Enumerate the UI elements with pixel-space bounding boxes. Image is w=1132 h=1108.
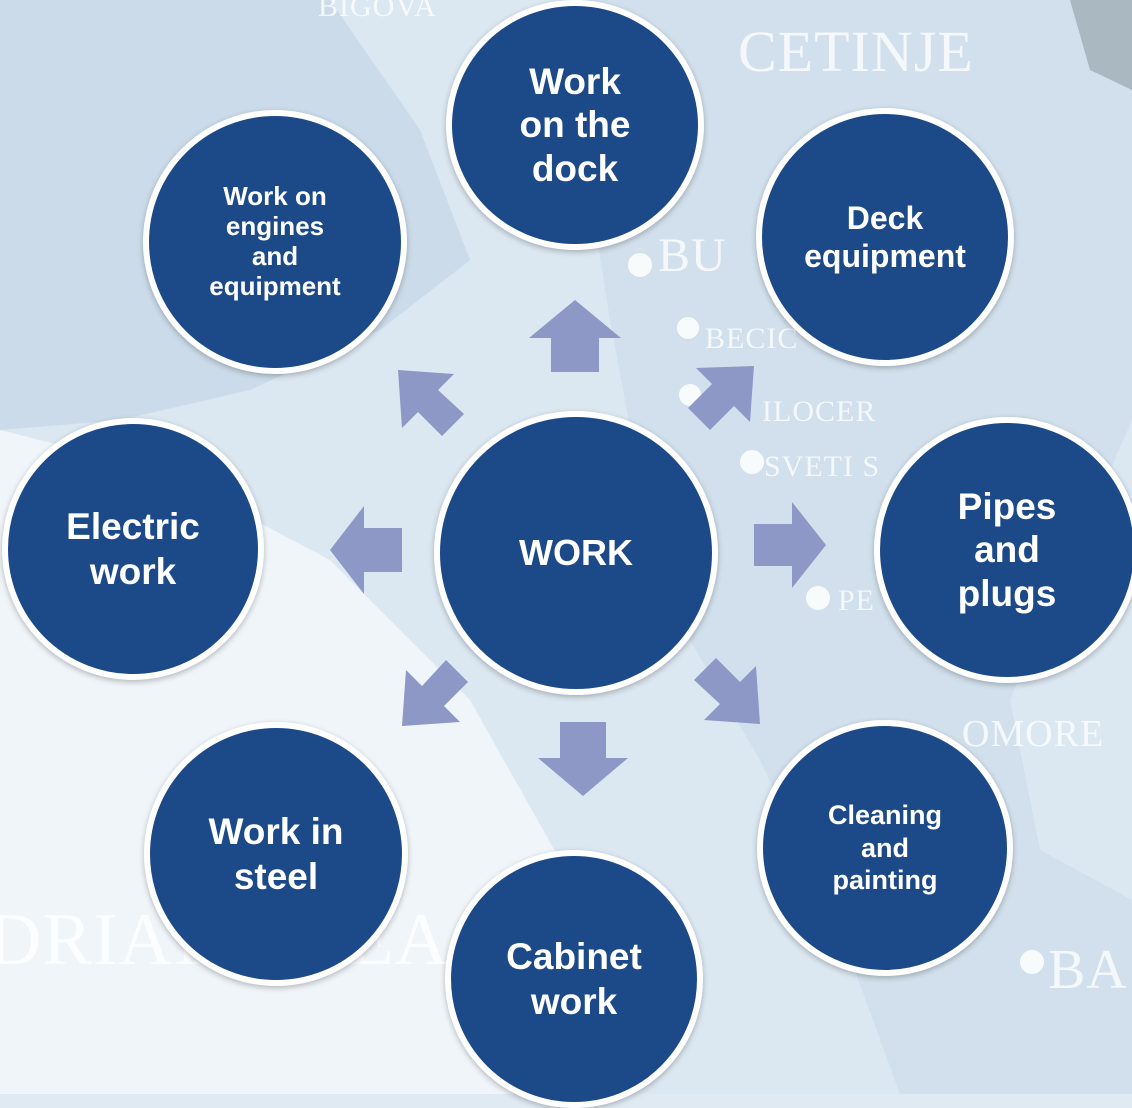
map-label-budva: BU bbox=[658, 229, 727, 282]
map-label-sutomore: OMORE bbox=[962, 713, 1105, 755]
arrow-up-left-icon bbox=[398, 370, 464, 436]
map-label-bar: BA bbox=[1048, 939, 1128, 1001]
node-cleaning-and-painting: Cleaning and painting bbox=[757, 720, 1013, 976]
arrow-down-icon bbox=[538, 722, 628, 796]
map-label-sveti-stefan: SVETI S bbox=[764, 450, 881, 483]
center-node-work: WORK bbox=[434, 411, 718, 695]
node-cabinet-work: Cabinet work bbox=[445, 850, 703, 1108]
arrow-right-icon bbox=[754, 502, 826, 588]
map-label-cetinje: CETINJE bbox=[738, 19, 974, 84]
center-node-label: WORK bbox=[519, 532, 633, 574]
map-label-milocer: ILOCER bbox=[762, 395, 877, 428]
node-label-pipes-and-plugs: Pipes and plugs bbox=[957, 485, 1057, 614]
node-label-cleaning-and-painting: Cleaning and painting bbox=[827, 800, 942, 896]
node-work-on-engines-and-equipment: Work on engines and equipment bbox=[143, 110, 407, 374]
node-pipes-and-plugs: Pipes and plugs bbox=[874, 417, 1132, 683]
map-label-petrovac: PE bbox=[838, 584, 876, 617]
arrow-down-right-icon bbox=[694, 658, 760, 724]
node-label-work-in-steel: Work in steel bbox=[208, 810, 344, 897]
node-deck-equipment: Deck equipment bbox=[756, 108, 1014, 366]
map-label-becici: BECIC bbox=[705, 322, 799, 355]
arrow-left-icon bbox=[330, 506, 402, 594]
node-label-electric-work: Electric work bbox=[66, 505, 200, 592]
arrow-up-right-icon bbox=[688, 366, 754, 430]
node-work-on-the-dock: Work on the dock bbox=[446, 0, 704, 250]
node-label-deck-equipment: Deck equipment bbox=[804, 199, 966, 274]
node-label-work-on-engines-and-equipment: Work on engines and equipment bbox=[209, 181, 341, 301]
map-label-bigova: BIGOVA bbox=[318, 0, 437, 23]
node-label-work-on-the-dock: Work on the dock bbox=[519, 60, 631, 189]
arrow-down-left-icon bbox=[402, 660, 468, 726]
node-label-cabinet-work: Cabinet work bbox=[506, 935, 642, 1022]
arrow-up-icon bbox=[529, 300, 621, 372]
node-work-in-steel: Work in steel bbox=[144, 722, 408, 986]
node-electric-work: Electric work bbox=[2, 418, 264, 680]
